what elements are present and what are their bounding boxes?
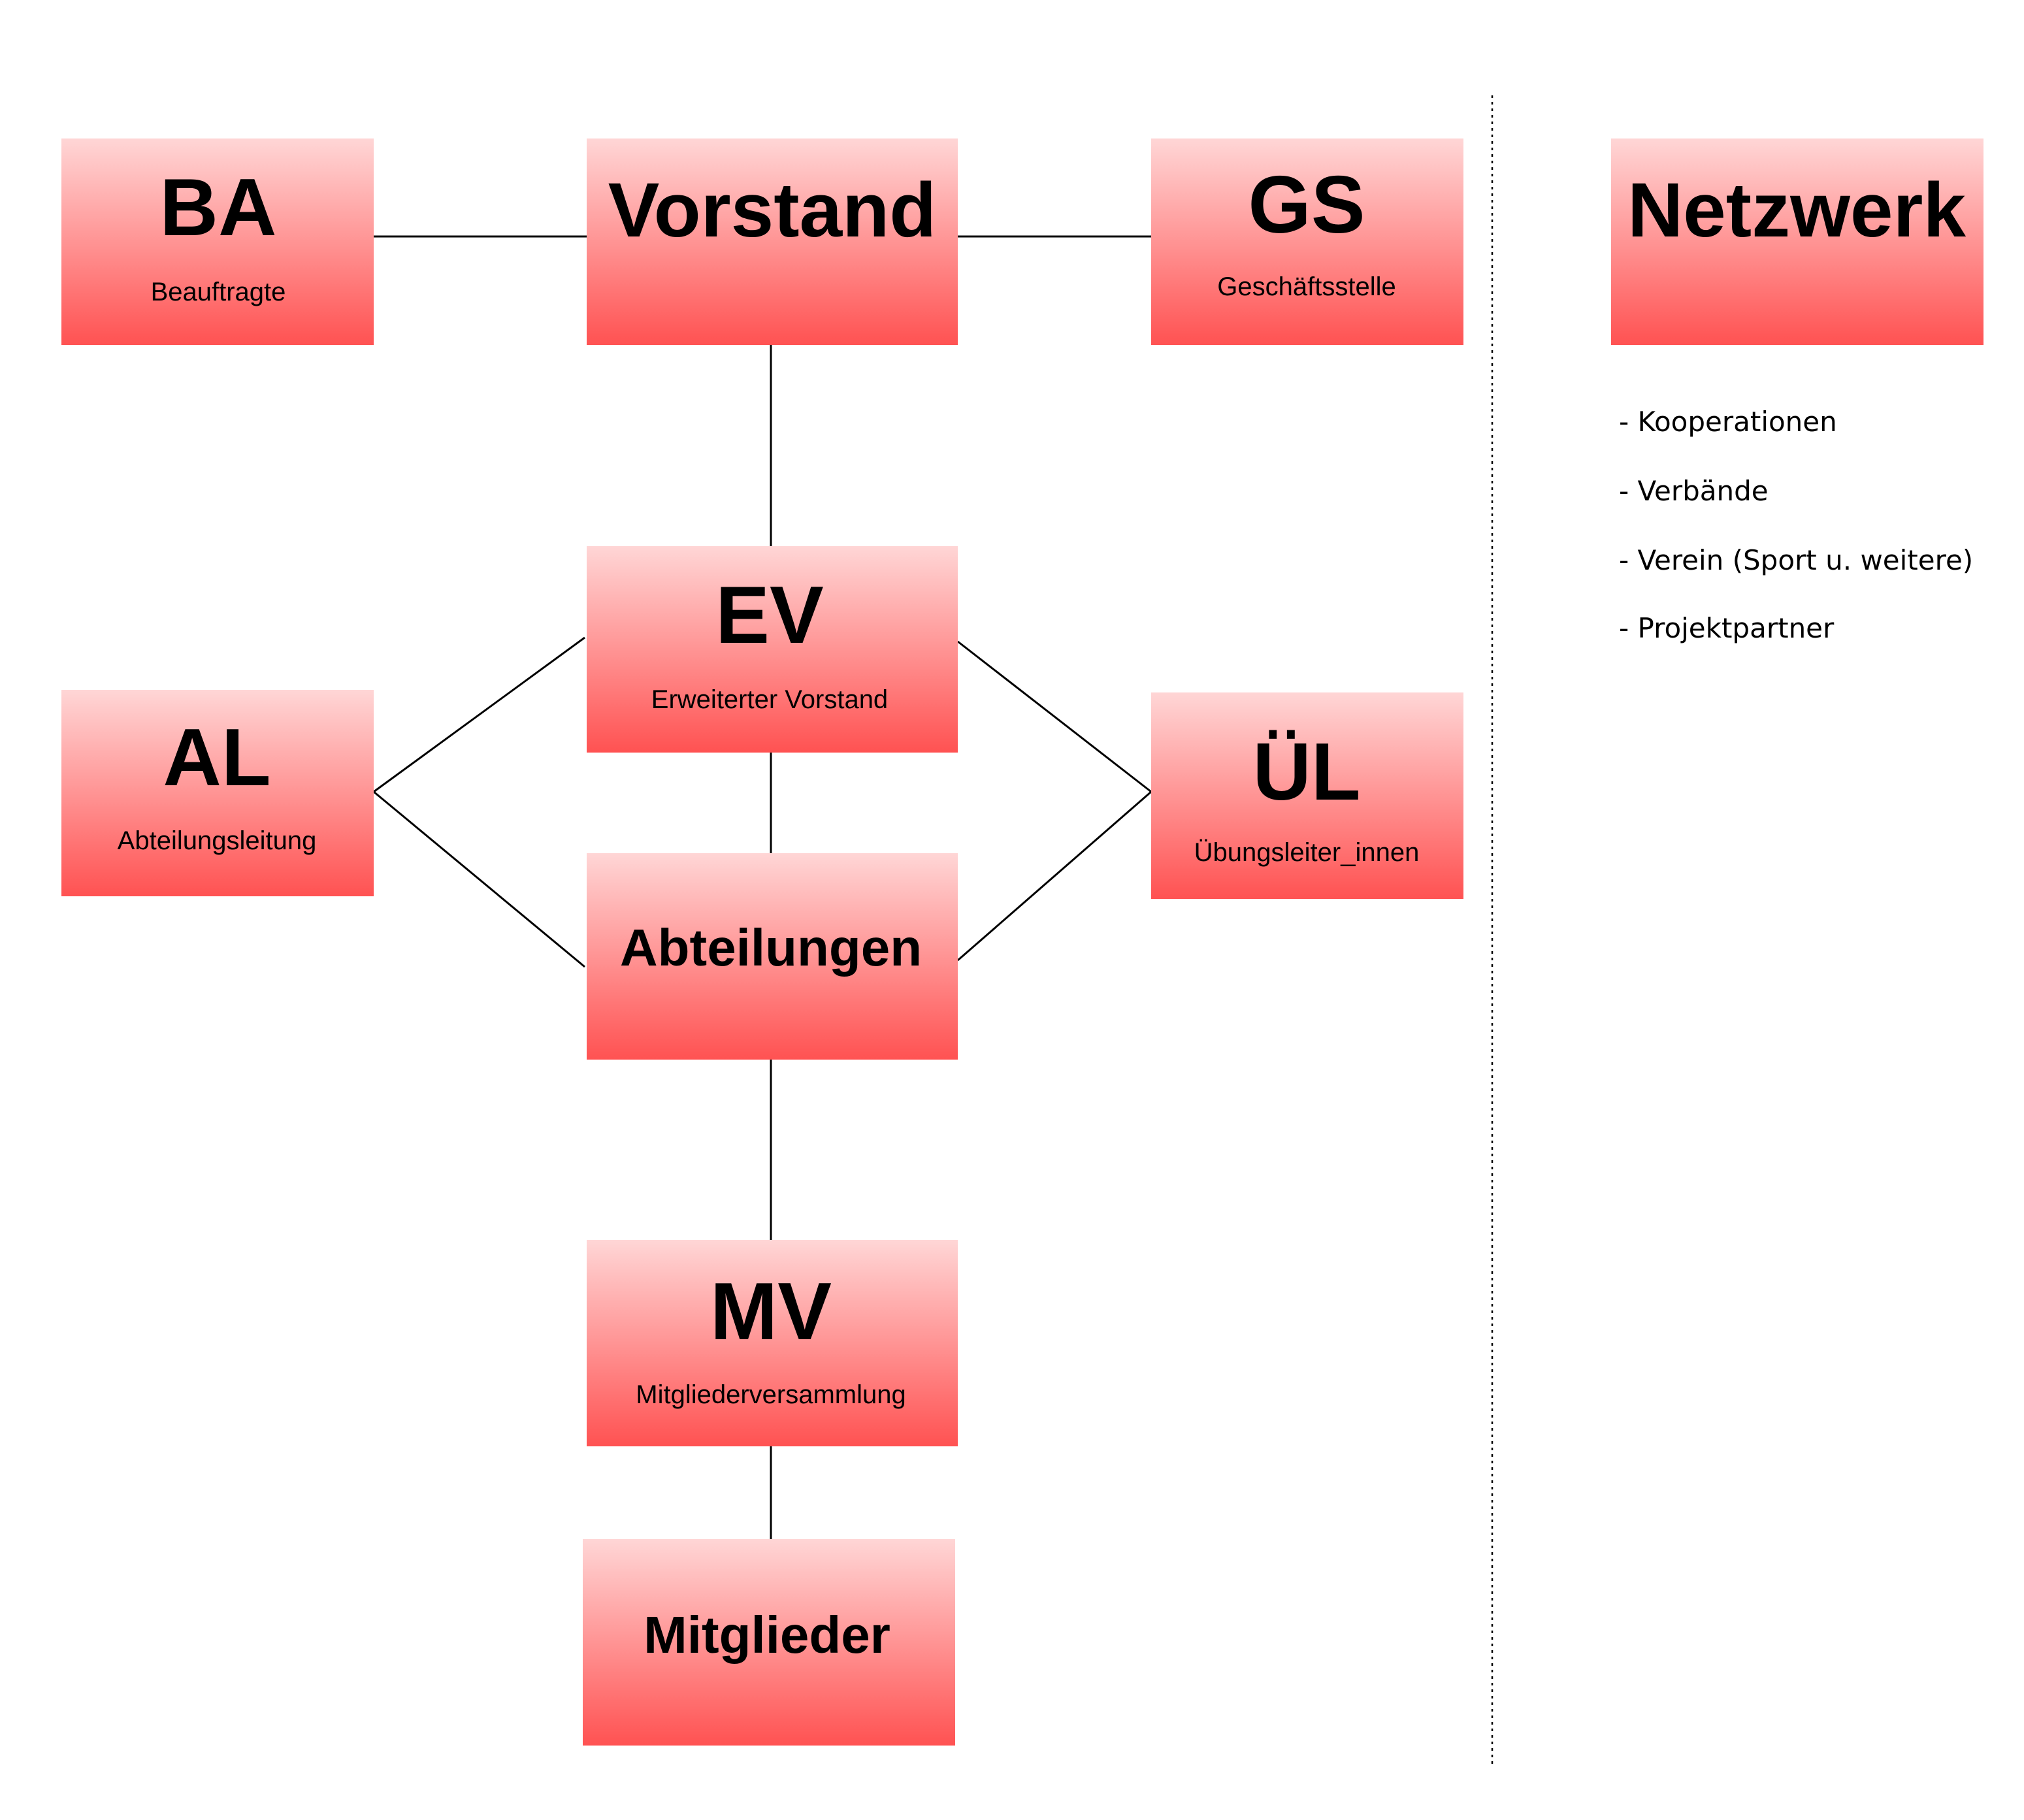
box-mitglieder: Mitglieder — [583, 1539, 955, 1746]
box-abteilungen-background — [587, 853, 958, 1060]
box-ev-title: EV — [715, 570, 823, 660]
box-ev-background — [587, 546, 958, 753]
connector-ev-ul — [957, 640, 1152, 793]
network-list-item: - Verein (Sport u. weitere) — [1619, 544, 1973, 576]
box-al-title: AL — [163, 713, 270, 803]
box-vorstand-background — [587, 138, 958, 345]
box-ba: BA Beauftragte — [61, 138, 374, 345]
connector-al-abteilungen — [373, 790, 585, 968]
box-netzwerk-title: Netzwerk — [1627, 167, 1966, 253]
box-gs-background — [1151, 138, 1463, 345]
box-ba-title: BA — [159, 163, 276, 253]
network-list-item: - Kooperationen — [1619, 406, 1837, 438]
box-mv-background — [587, 1240, 958, 1446]
connector-ul-abteilungen — [957, 790, 1152, 962]
connectors — [373, 235, 1152, 1539]
box-ev: EV Erweiterter Vorstand — [587, 546, 958, 753]
box-abteilungen: Abteilungen — [587, 853, 958, 1060]
box-mitglieder-title: Mitglieder — [644, 1606, 890, 1664]
box-al-subtitle: Abteilungsleitung — [118, 826, 317, 855]
box-vorstand-title: Vorstand — [608, 167, 937, 253]
network-list-item: - Projektpartner — [1619, 612, 1835, 644]
box-gs: GS Geschäftsstelle — [1151, 138, 1463, 345]
box-mv: MV Mitgliederversammlung — [587, 1240, 958, 1446]
box-gs-title: GS — [1248, 160, 1365, 250]
box-netzwerk-background — [1611, 138, 1983, 345]
box-mitglieder-background — [583, 1539, 955, 1746]
box-mv-title: MV — [710, 1267, 832, 1357]
box-mv-subtitle: Mitgliederversammlung — [636, 1380, 906, 1409]
box-ul-subtitle: Übungsleiter_innen — [1194, 838, 1420, 867]
box-ul-title: ÜL — [1252, 727, 1360, 817]
box-ul-background — [1151, 692, 1463, 899]
box-al: AL Abteilungsleitung — [61, 690, 374, 896]
network-list-item: - Verbände — [1619, 475, 1769, 507]
box-abteilungen-title: Abteilungen — [620, 918, 922, 977]
box-vorstand: Vorstand — [587, 138, 958, 345]
box-ev-subtitle: Erweiterter Vorstand — [651, 685, 888, 714]
box-ba-subtitle: Beauftragte — [151, 278, 286, 306]
box-gs-subtitle: Geschäftsstelle — [1217, 272, 1396, 301]
box-netzwerk: Netzwerk — [1611, 138, 1983, 345]
box-al-background — [61, 690, 374, 896]
network-list: - Kooperationen - Verbände - Verein (Spo… — [1619, 406, 1973, 644]
box-ba-background — [61, 138, 374, 345]
connector-ev-al — [373, 636, 585, 793]
box-ul: ÜL Übungsleiter_innen — [1151, 692, 1463, 899]
